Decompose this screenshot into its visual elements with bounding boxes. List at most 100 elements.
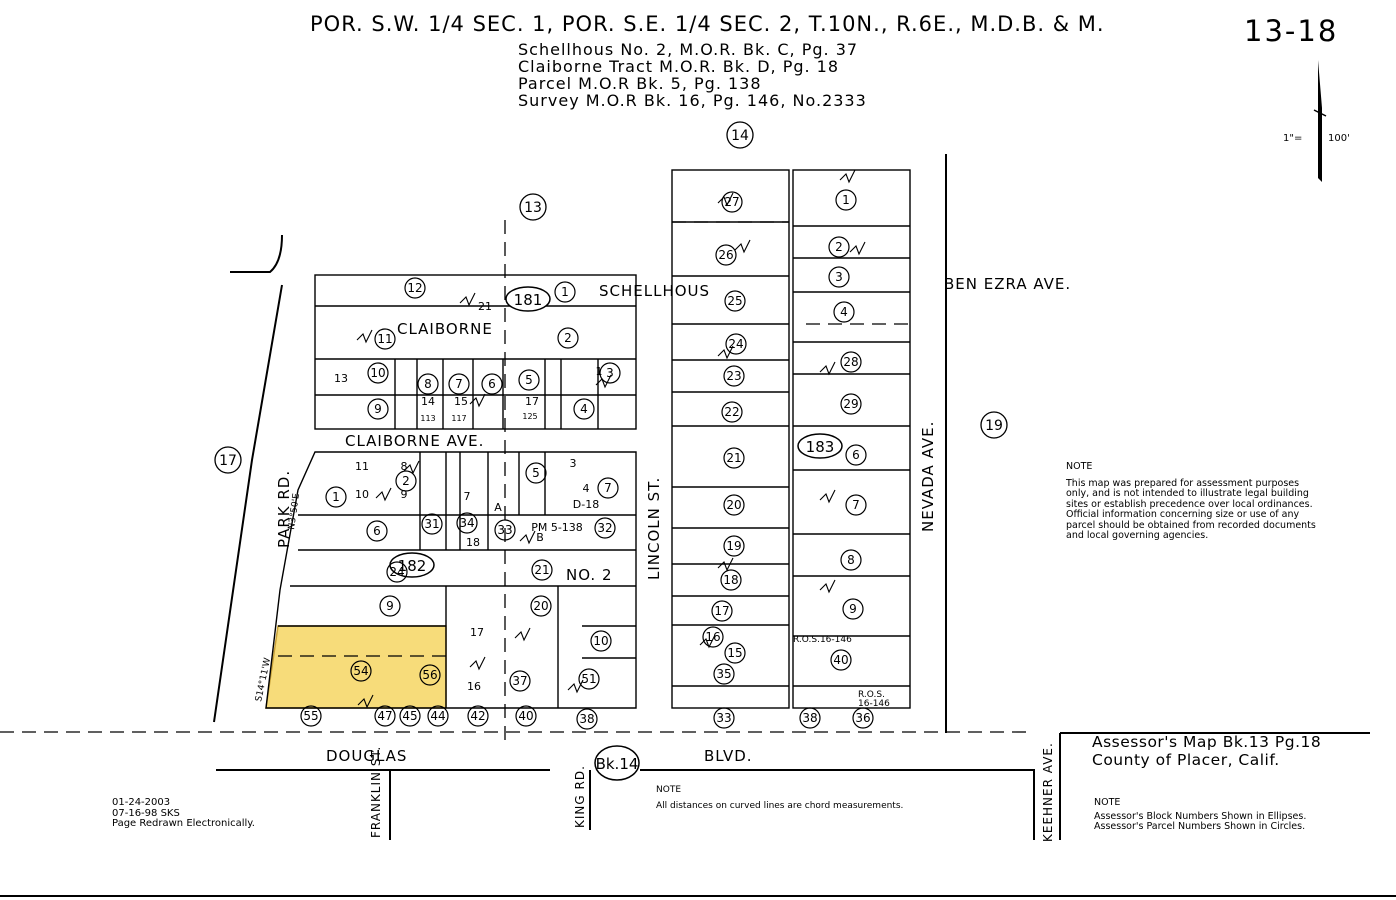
annotation-ros: R.O.S.	[858, 690, 885, 700]
parcel-number-b_lincoln-27[interactable]: 27	[724, 195, 739, 209]
parcel-number-b182-45[interactable]: 45	[402, 709, 417, 723]
parcel-number-b_lincoln-24[interactable]: 24	[728, 337, 743, 351]
scale-value: 100'	[1328, 133, 1350, 144]
parcel-number-b_lincoln-33[interactable]: 33	[716, 711, 731, 725]
parcel-number-b181-2[interactable]: 2	[564, 331, 572, 345]
block-bk14[interactable]: Bk.14	[596, 755, 639, 773]
block-181[interactable]: 181	[514, 291, 543, 309]
parcel-circle	[715, 244, 737, 266]
street-nevada-ave: NEVADA AVE.	[919, 421, 937, 532]
parcel-number-b_lincoln-19[interactable]: 19	[726, 539, 741, 553]
parcel-number-b_lincoln-20[interactable]: 20	[726, 498, 741, 512]
parcel-circle	[427, 705, 449, 727]
parcel-circle	[852, 707, 874, 729]
parcel-circle	[421, 513, 443, 535]
parcel-number-b182-10[interactable]: 10	[593, 634, 608, 648]
parcel-number-b182-31[interactable]: 31	[424, 517, 439, 531]
parcel-number-b183-36[interactable]: 36	[855, 711, 870, 725]
parcel-number-b182-6[interactable]: 6	[373, 524, 381, 538]
parcel-number-b183-38[interactable]: 38	[802, 711, 817, 725]
parcel-number-b183-1[interactable]: 1	[842, 193, 850, 207]
parcel-number-b_lincoln-17[interactable]: 17	[714, 604, 729, 618]
parcel-number-b182-55[interactable]: 55	[303, 709, 318, 723]
lot-label: 125	[522, 412, 537, 421]
parcel-number-b_lincoln-23[interactable]: 23	[726, 369, 741, 383]
parcel-number-b_lincoln-25[interactable]: 25	[727, 294, 742, 308]
parcel-number-b181-7[interactable]: 7	[455, 377, 463, 391]
parcel-number-b182-38[interactable]: 38	[579, 712, 594, 726]
lot-label: 17	[525, 395, 539, 408]
parcel-number-b183-8[interactable]: 8	[847, 553, 855, 567]
parcel-number-b183-6[interactable]: 6	[852, 448, 860, 462]
parcel-number-b181-4[interactable]: 4	[580, 402, 588, 416]
street-king-rd: KING RD.	[573, 765, 587, 828]
adjacent-page-14[interactable]: 14	[731, 128, 749, 144]
parcel-number-b181-9[interactable]: 9	[374, 402, 382, 416]
parcel-number-b182-7[interactable]: 7	[604, 481, 612, 495]
parcel-number-b181-6[interactable]: 6	[488, 377, 496, 391]
parcel-number-b182-32[interactable]: 32	[597, 521, 612, 535]
annotation-ros: R.O.S.16-146	[793, 635, 852, 645]
parcel-number-b182-40[interactable]: 40	[518, 709, 533, 723]
parcel-number-b183-2[interactable]: 2	[835, 240, 843, 254]
map-title: POR. S.W. 1/4 SEC. 1, POR. S.E. 1/4 SEC.…	[310, 12, 1105, 36]
parcel-circle	[713, 663, 735, 685]
parcel-number-b_lincoln-22[interactable]: 22	[724, 405, 739, 419]
parcel-circle	[494, 519, 516, 541]
assessment-note-line: Official information concerning size or …	[1066, 509, 1300, 520]
assessment-note-line: parcel should be obtained from recorded …	[1066, 519, 1316, 531]
parcel-number-b182-56[interactable]: 56	[422, 668, 437, 682]
parcel-number-b181-5[interactable]: 5	[525, 373, 533, 387]
parcel-number-b_lincoln-26[interactable]: 26	[718, 248, 733, 262]
parcel-number-b182-37[interactable]: 37	[512, 674, 527, 688]
parcel-number-b181-8[interactable]: 8	[424, 377, 432, 391]
parcel-number-b183-40[interactable]: 40	[833, 653, 848, 667]
reference-line-1: Schellhous No. 2, M.O.R. Bk. C, Pg. 37	[518, 40, 859, 59]
adjacent-page-17[interactable]: 17	[219, 453, 237, 469]
parcel-number-b183-9[interactable]: 9	[849, 602, 857, 616]
parcel-number-b182-47[interactable]: 47	[377, 709, 392, 723]
parcel-number-b182-42[interactable]: 42	[470, 709, 485, 723]
parcel-number-b182-21[interactable]: 21	[534, 563, 549, 577]
parcel-number-b181-3[interactable]: 3	[606, 366, 614, 380]
parcel-number-b182-51[interactable]: 51	[581, 672, 596, 686]
parcel-number-b_lincoln-16[interactable]: 16	[705, 630, 720, 644]
parcel-number-b181-10[interactable]: 10	[370, 366, 385, 380]
parcel-number-b182-44[interactable]: 44	[430, 709, 445, 723]
parcel-number-b182-1[interactable]: 1	[332, 490, 340, 504]
parcel-number-b181-1[interactable]: 1	[561, 285, 569, 299]
parcel-circle	[530, 595, 552, 617]
revision-date-1: 01-24-2003	[112, 797, 171, 808]
block-182[interactable]: 182	[398, 557, 427, 575]
parcel-number-b182-5[interactable]: 5	[532, 466, 540, 480]
parcel-circle	[828, 236, 850, 258]
parcel-circle	[845, 494, 867, 516]
parcel-number-b182-9[interactable]: 9	[386, 599, 394, 613]
parcel-number-b181-12[interactable]: 12	[407, 281, 422, 295]
parcel-circle	[531, 559, 553, 581]
parcel-number-b182-54[interactable]: 54	[353, 664, 368, 678]
parcel-number-b182-24[interactable]: 24	[389, 565, 404, 579]
parcel-circle	[840, 393, 862, 415]
parcel-number-b_lincoln-15[interactable]: 15	[727, 646, 742, 660]
block-183[interactable]: 183	[806, 438, 835, 456]
parcel-number-b183-4[interactable]: 4	[840, 305, 848, 319]
parcel-number-b183-7[interactable]: 7	[852, 498, 860, 512]
parcel-number-b183-29[interactable]: 29	[843, 397, 858, 411]
parcel-number-b182-33[interactable]: 33	[497, 523, 512, 537]
parcel-number-b182-34[interactable]: 34	[459, 516, 474, 530]
adjacent-page-13[interactable]: 13	[524, 200, 542, 216]
parcel-number-b_lincoln-21[interactable]: 21	[726, 451, 741, 465]
adjacent-page-19[interactable]: 19	[985, 418, 1003, 434]
revision-dates: 01-24-2003 07-16-98 SKS Page Redrawn Ele…	[112, 797, 255, 830]
parcel-number-b182-20[interactable]: 20	[533, 599, 548, 613]
parcel-number-b183-28[interactable]: 28	[843, 355, 858, 369]
parcel-tick-marks	[356, 169, 866, 709]
parcel-number-b_lincoln-35[interactable]: 35	[716, 667, 731, 681]
parcel-number-b181-11[interactable]: 11	[377, 332, 392, 346]
parcel-circle	[554, 281, 576, 303]
parcel-number-b183-3[interactable]: 3	[835, 270, 843, 284]
parcel-number-b182-2[interactable]: 2	[402, 474, 410, 488]
parcel-number-b_lincoln-18[interactable]: 18	[723, 573, 738, 587]
lot-label: 16	[467, 680, 481, 693]
